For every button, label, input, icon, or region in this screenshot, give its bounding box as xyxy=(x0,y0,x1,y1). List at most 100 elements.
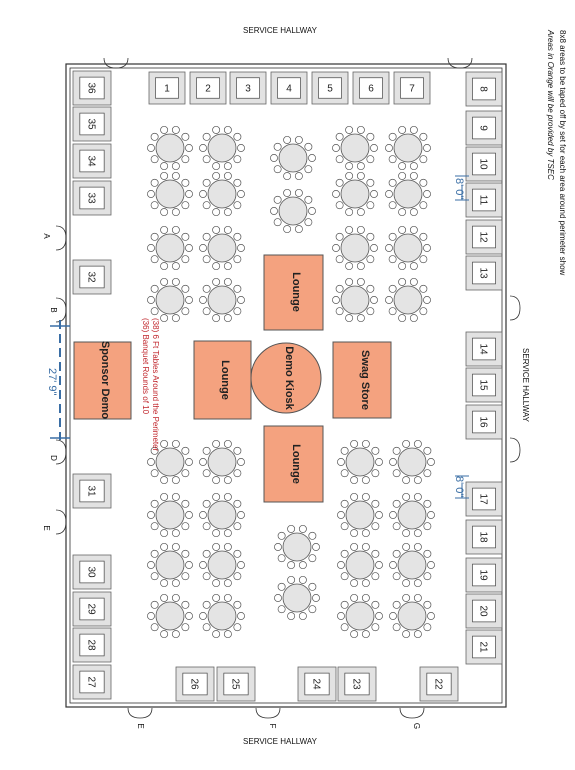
measure-width-a: 8' 0" xyxy=(453,175,469,201)
booth-number: 12 xyxy=(478,231,489,243)
booth-27: 27 xyxy=(72,664,112,700)
lounge-top: Lounge xyxy=(263,254,324,331)
banquet-round xyxy=(337,542,383,588)
booth-8: 8 xyxy=(465,71,503,107)
booth-number: 21 xyxy=(478,641,489,653)
door-b: B xyxy=(49,297,67,323)
measure-width-b: 8' 0" xyxy=(453,475,469,499)
booth-number: 36 xyxy=(86,82,97,94)
banquet-round xyxy=(274,575,320,621)
booth-number: 22 xyxy=(433,678,444,690)
booth-number: 10 xyxy=(478,158,489,170)
booth-number: 33 xyxy=(86,192,97,204)
door-label: D xyxy=(49,455,58,461)
booth-4: 4 xyxy=(270,71,308,105)
svg-text:8' 0": 8' 0" xyxy=(453,178,465,199)
door-label: A xyxy=(42,233,51,239)
banquet-round xyxy=(332,225,378,271)
door-label: E xyxy=(42,525,51,530)
booth-number: 32 xyxy=(86,271,97,283)
booth-number: 30 xyxy=(86,566,97,578)
banquet-round xyxy=(199,171,245,217)
banquet-round xyxy=(270,135,316,181)
booth-number: 13 xyxy=(478,267,489,279)
booth-26: 26 xyxy=(175,666,215,702)
booth-23: 23 xyxy=(337,666,377,702)
banquet-round xyxy=(389,439,435,485)
banquet-round xyxy=(199,593,245,639)
booth-5: 5 xyxy=(311,71,349,105)
banquet-round xyxy=(147,593,193,639)
door- xyxy=(509,437,521,463)
booth-15: 15 xyxy=(465,367,503,403)
banquet-round xyxy=(199,492,245,538)
door-label: E xyxy=(136,723,145,728)
booth-number: 7 xyxy=(409,84,415,95)
banquet-round xyxy=(147,542,193,588)
banquet-round xyxy=(199,277,245,323)
booth-number: 26 xyxy=(189,678,200,690)
banquet-round xyxy=(270,188,316,234)
booth-number: 14 xyxy=(478,343,489,355)
banquet-round xyxy=(337,593,383,639)
top-hallway-label: SERVICE HALLWAY xyxy=(243,26,318,35)
svg-text:Lounge: Lounge xyxy=(290,444,302,484)
booth-number: 25 xyxy=(230,678,241,690)
booth-number: 28 xyxy=(86,639,97,651)
banquet-round xyxy=(274,524,320,570)
door-e: E xyxy=(42,509,67,535)
banquet-round xyxy=(385,125,431,171)
banquet-round xyxy=(385,277,431,323)
door-e: E xyxy=(127,707,153,729)
booth-31: 31 xyxy=(72,473,112,509)
booth-number: 3 xyxy=(245,84,251,95)
booth-28: 28 xyxy=(72,627,112,663)
banquet-round xyxy=(147,125,193,171)
booth-7: 7 xyxy=(393,71,431,105)
sponsor-demo: Sponsor Demo xyxy=(73,341,132,420)
booth-17: 17 xyxy=(465,481,503,517)
booth-29: 29 xyxy=(72,591,112,627)
booth-35: 35 xyxy=(72,106,112,142)
booth-14: 14 xyxy=(465,331,503,367)
banquet-round xyxy=(332,277,378,323)
demo-kiosk: Demo Kiosk xyxy=(250,342,322,414)
booth-number: 8 xyxy=(478,86,489,92)
note-line1: 8x8 areas to be taped off by set for eac… xyxy=(558,30,567,276)
booth-12: 12 xyxy=(465,219,503,255)
booth-number: 11 xyxy=(478,195,489,206)
measure-length: 27' 9" xyxy=(46,320,70,440)
booth-number: 15 xyxy=(478,379,489,391)
svg-text:27' 9": 27' 9" xyxy=(46,368,58,396)
legend-perimeter-tables: (38) 6 Ft Tables Around the Perimeter xyxy=(151,318,160,452)
swag-store: Swag Store xyxy=(332,341,392,419)
right-hallway-label: SERVICE HALLWAY xyxy=(521,348,530,423)
banquet-round xyxy=(337,439,383,485)
booth-number: 4 xyxy=(286,84,292,95)
booth-number: 6 xyxy=(368,84,374,95)
banquet-round xyxy=(199,439,245,485)
banquet-round xyxy=(389,492,435,538)
banquet-round xyxy=(147,277,193,323)
banquet-round xyxy=(385,171,431,217)
booth-6: 6 xyxy=(352,71,390,105)
booth-30: 30 xyxy=(72,554,112,590)
svg-text:8' 0": 8' 0" xyxy=(453,476,465,497)
svg-text:Sponsor Demo: Sponsor Demo xyxy=(99,341,111,420)
door-label: F xyxy=(268,724,277,729)
booth-number: 35 xyxy=(86,118,97,130)
note-line2: Areas in Orange will be provided by TSEC xyxy=(546,29,555,180)
booth-number: 18 xyxy=(478,531,489,543)
banquet-round xyxy=(147,439,193,485)
banquet-round xyxy=(389,593,435,639)
booth-number: 5 xyxy=(327,84,333,95)
booth-number: 34 xyxy=(86,155,97,167)
booth-1: 1 xyxy=(148,71,186,105)
booth-34: 34 xyxy=(72,143,112,179)
banquet-round xyxy=(199,225,245,271)
banquet-round xyxy=(385,225,431,271)
door- xyxy=(103,57,129,69)
door-a: A xyxy=(42,225,67,251)
